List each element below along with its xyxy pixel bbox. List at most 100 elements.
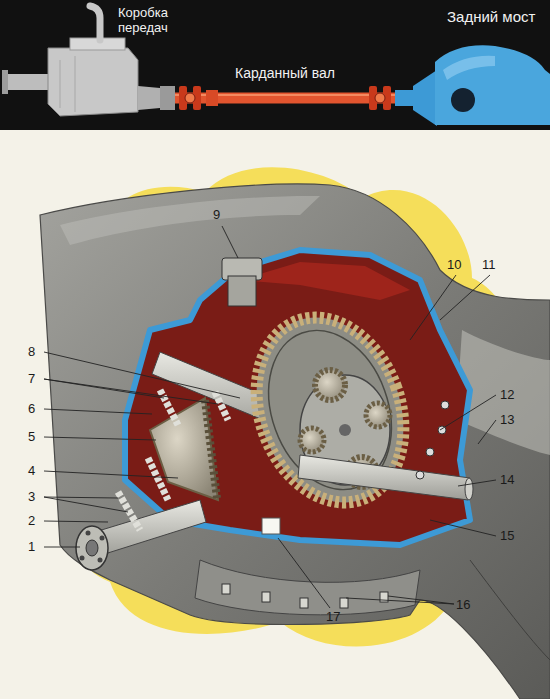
axle-shape bbox=[395, 90, 415, 106]
callout-number: 14 bbox=[500, 473, 514, 486]
leader-lines bbox=[44, 437, 156, 440]
callout-number: 1 bbox=[28, 540, 35, 553]
drive-flange bbox=[76, 526, 108, 570]
callout-number: 3 bbox=[28, 490, 35, 503]
slip-joint bbox=[206, 90, 218, 106]
callout-number: 5 bbox=[28, 430, 35, 443]
gearbox-shape bbox=[138, 86, 160, 110]
axle-housing bbox=[195, 560, 420, 615]
drive-flange bbox=[76, 526, 108, 570]
housing-bolts bbox=[416, 471, 424, 479]
page-ground bbox=[0, 130, 550, 699]
axle-node: Задний мост bbox=[395, 0, 550, 125]
callout-number: 10 bbox=[447, 258, 461, 271]
callout-number: 16 bbox=[456, 598, 470, 611]
edge-label: Карданный вал bbox=[235, 66, 335, 81]
gearbox-shape bbox=[2, 70, 8, 94]
leader-lines bbox=[44, 352, 240, 398]
housing-bolts bbox=[340, 598, 348, 608]
differential-case bbox=[300, 428, 324, 452]
slip-joint bbox=[206, 90, 218, 106]
axle-shape bbox=[443, 56, 495, 80]
leader-lines bbox=[440, 395, 496, 430]
axle-housing bbox=[470, 560, 550, 660]
leader-lines bbox=[44, 521, 108, 522]
drive-flange bbox=[98, 558, 103, 563]
leader-lines bbox=[222, 226, 238, 258]
callout-number: 12 bbox=[500, 388, 514, 401]
axle-housing bbox=[40, 184, 550, 699]
drive-flange bbox=[86, 531, 91, 536]
axle-housing bbox=[60, 196, 320, 245]
axle-shape bbox=[413, 70, 437, 126]
drive-flange bbox=[80, 556, 85, 561]
callout-number: 13 bbox=[500, 413, 514, 426]
callout-number: 17 bbox=[326, 610, 340, 623]
differential-case bbox=[366, 403, 390, 427]
differential-case bbox=[339, 424, 351, 436]
differential-case bbox=[315, 370, 345, 400]
bearings bbox=[118, 390, 228, 530]
cutaway-interior bbox=[240, 262, 410, 300]
gearbox-shape bbox=[90, 6, 100, 40]
gearbox-shape bbox=[160, 86, 175, 110]
bearings bbox=[148, 458, 168, 500]
leader-lines bbox=[44, 497, 128, 512]
axle-shape bbox=[435, 45, 550, 125]
universal-joint bbox=[369, 86, 391, 110]
bearings bbox=[215, 392, 228, 420]
leader-lines bbox=[44, 547, 80, 548]
gearbox-shape bbox=[48, 48, 138, 116]
nut bbox=[262, 518, 280, 534]
callout-number: 11 bbox=[482, 258, 496, 271]
universal-joint bbox=[185, 93, 195, 103]
callout-number: 7 bbox=[28, 372, 35, 385]
leader-lines bbox=[478, 420, 496, 444]
universal-joint bbox=[179, 86, 201, 110]
bearing-cap bbox=[228, 276, 256, 306]
cutaway-interior bbox=[125, 250, 470, 545]
leader-lines bbox=[44, 409, 152, 414]
universal-joint bbox=[375, 93, 385, 103]
bearings bbox=[160, 390, 178, 425]
right-half-shaft bbox=[298, 455, 470, 500]
drive-flange bbox=[86, 540, 98, 556]
callout-number: 2 bbox=[28, 514, 35, 527]
node-label: Задний мост bbox=[447, 8, 547, 25]
housing-bolts bbox=[222, 401, 449, 608]
leader-lines bbox=[410, 275, 456, 340]
housing-bolts bbox=[441, 401, 449, 409]
housing-bolts bbox=[426, 448, 434, 456]
callout-number: 9 bbox=[213, 208, 220, 221]
leader-lines bbox=[346, 596, 454, 604]
callout-number: 6 bbox=[28, 402, 35, 415]
right-half-shaft bbox=[298, 455, 473, 500]
leader-lines bbox=[44, 226, 496, 608]
leader-lines bbox=[278, 538, 330, 608]
leader-lines bbox=[44, 379, 218, 404]
callout-number: 4 bbox=[28, 464, 35, 477]
banner-ground bbox=[0, 0, 550, 130]
leader-lines bbox=[430, 520, 496, 536]
housing-bolts bbox=[262, 592, 270, 602]
bearing-cap bbox=[222, 258, 262, 306]
right-half-shaft bbox=[465, 478, 473, 500]
drive-pinion bbox=[205, 400, 217, 498]
axle-shape bbox=[451, 88, 475, 112]
gearbox-shape bbox=[4, 74, 50, 90]
nut bbox=[262, 518, 280, 534]
leader-lines bbox=[44, 471, 178, 478]
node-label: Коробка передач bbox=[118, 6, 180, 36]
housing-bolts bbox=[222, 584, 230, 594]
callout-number: 8 bbox=[28, 345, 35, 358]
gearbox-node: Коробка передач bbox=[0, 0, 175, 125]
callout-number: 15 bbox=[500, 529, 514, 542]
leader-lines bbox=[458, 480, 496, 486]
cutaway-interior bbox=[125, 250, 470, 545]
housing-bolts bbox=[300, 598, 308, 608]
leader-lines bbox=[440, 275, 490, 320]
drive-flange bbox=[100, 536, 105, 541]
axle-housing bbox=[40, 184, 550, 699]
